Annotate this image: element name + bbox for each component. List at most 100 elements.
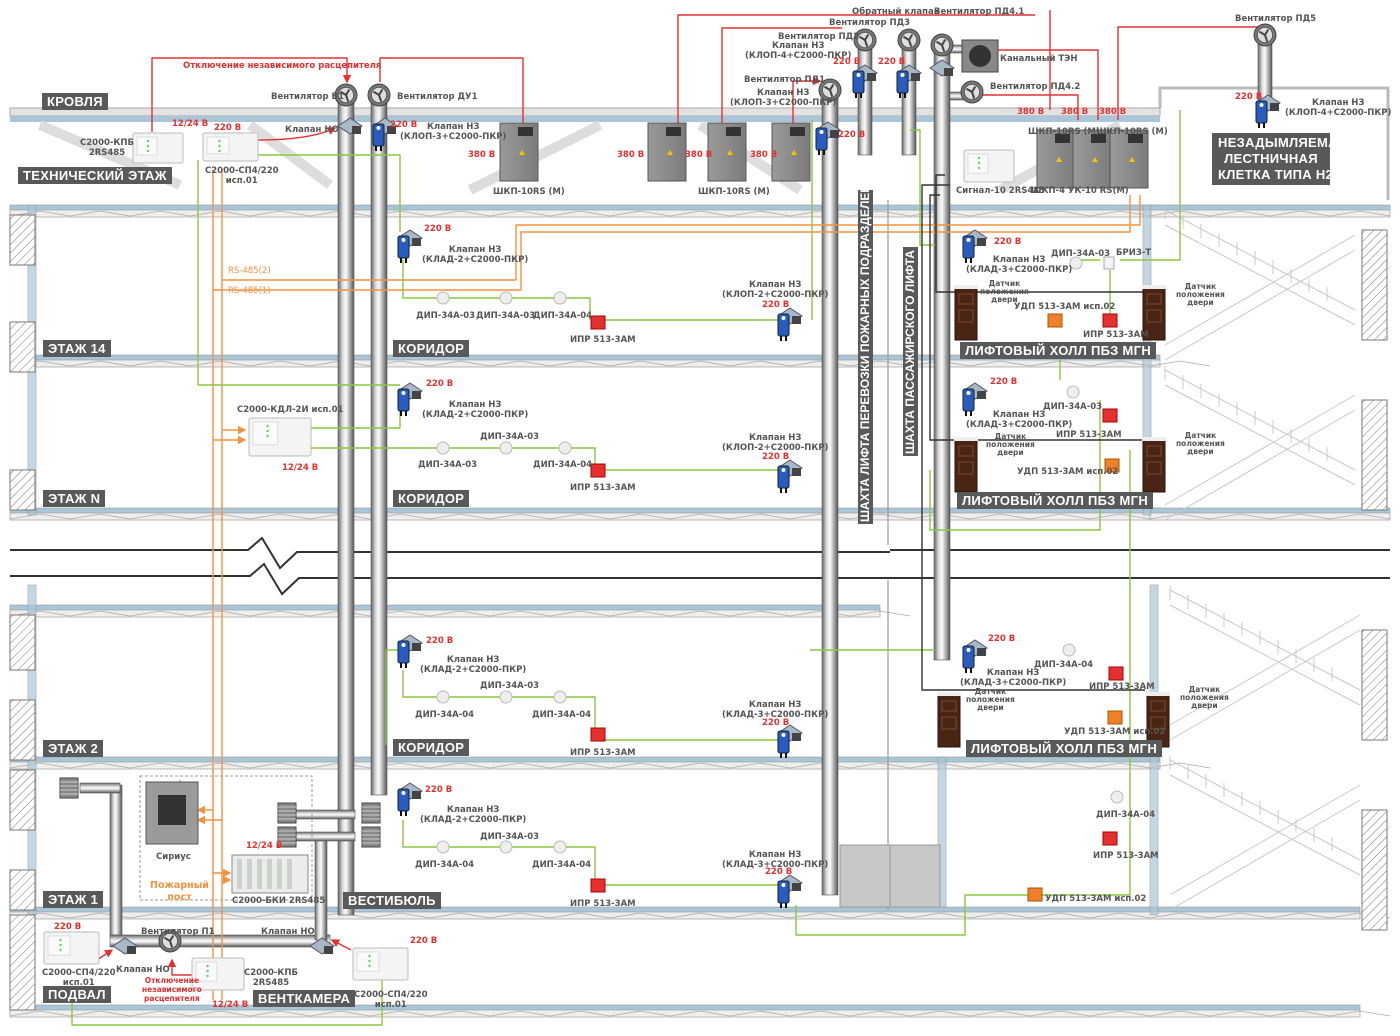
- door: [954, 285, 978, 341]
- grille-icon: [277, 826, 297, 848]
- label-line: (КЛАД-3+С2000-ПКР): [966, 265, 1073, 275]
- actuator-icon: [962, 388, 975, 412]
- valve-pd5-label: Клапан НЗ(КЛОП-4+С2000-ПКР): [1285, 98, 1391, 118]
- udp-lh14-label: УДП 513-3АМ исп.02: [1014, 302, 1116, 312]
- actuator-cable-icon: [375, 146, 382, 151]
- actuator-icon: [777, 465, 790, 489]
- floor-slab: [9, 204, 1161, 211]
- kpb-roof: [132, 132, 184, 164]
- smoke-detector-icon: [553, 690, 567, 704]
- v1224-bki: 12/24 В: [246, 841, 283, 851]
- fan-pd42: [960, 80, 984, 104]
- ipr-lh14-label: ИПР 513-3АМ: [1083, 330, 1149, 340]
- fan-pd3-label: Вентилятор ПД3: [829, 18, 911, 28]
- door-panel-icon: [1146, 461, 1162, 475]
- valve-fn-corridor: [397, 382, 423, 416]
- dip-f2-3-label: ДИП-34А-04: [532, 710, 592, 720]
- grille-icon: [277, 802, 297, 824]
- fan-pd3: [897, 28, 921, 52]
- fans: [158, 23, 1277, 953]
- actuator-cable-icon: [780, 753, 787, 758]
- actuator-cable-icon: [818, 150, 825, 155]
- fan-pd2: [853, 28, 877, 52]
- valve-f14-corridor: [397, 229, 423, 263]
- actuator-cable-icon: [400, 663, 407, 668]
- valve-fn-corridor-label: Клапан НЗ(КЛАД-2+С2000-ПКР): [422, 400, 528, 420]
- duct-pd1: [821, 94, 839, 896]
- warning-icon: [519, 150, 525, 155]
- cabinet-display-icon: [1055, 134, 1070, 143]
- smoke-detector-icon: [499, 840, 513, 854]
- air-grille: [361, 826, 381, 848]
- actuator-knob-icon: [781, 468, 786, 472]
- actuator-icon: [397, 640, 410, 664]
- manual-call-point-icon: [1108, 666, 1124, 681]
- door: [1142, 285, 1166, 341]
- manual-call-point-icon: [1102, 831, 1118, 846]
- smoke-detector-icon: [436, 690, 450, 704]
- actuator-icon: [777, 730, 790, 754]
- zone-corridor-14: КОРИДОР: [393, 340, 470, 357]
- label-line: (КЛОП-3+С2000-ПКР): [400, 132, 507, 142]
- actuator-cable-icon: [965, 411, 972, 416]
- led-icon: [977, 156, 981, 160]
- slab-truss-line: [1149, 513, 1391, 520]
- label-line: Клапан НЗ: [448, 245, 502, 255]
- door-icon: [954, 439, 978, 493]
- label-line: (КЛАД-2+С2000-ПКР): [422, 255, 529, 265]
- manual-call-point-icon: [1102, 313, 1118, 328]
- floor-14-label: ЭТАЖ 14: [43, 340, 111, 357]
- valve-f1-lobby: [397, 782, 423, 816]
- bki-key-icon: [257, 859, 262, 889]
- heater-core-icon: [969, 45, 991, 67]
- actuator-icon: [397, 388, 410, 412]
- led-icon: [977, 166, 981, 170]
- valve-terminal-icon: [412, 643, 421, 651]
- ipr-stair-label: ИПР 513-3АМ: [1093, 851, 1159, 861]
- dip-fn-1-label: ДИП-34А-03: [418, 460, 478, 470]
- smoke-detector-icon: [499, 441, 513, 455]
- floor-slab: [9, 604, 881, 611]
- label-line: НЕЗАДЫМЛЯЕМАЯ: [1218, 135, 1348, 150]
- led-icon: [146, 149, 150, 153]
- door-panel-icon: [1146, 293, 1162, 305]
- shkp4-label: ШКП-4 УК-10 RS(М): [1031, 186, 1129, 196]
- fan-v1: [334, 83, 358, 107]
- wall-hatch: [9, 214, 36, 266]
- label-line: положения: [1180, 693, 1229, 702]
- door-panel-icon: [958, 293, 974, 305]
- label-line: положения: [980, 287, 1029, 296]
- dip-lh2-label: ДИП-34А-04: [1034, 660, 1094, 670]
- valve-terminal-icon: [792, 883, 801, 891]
- valve-terminal-icon: [944, 68, 953, 76]
- label-line: Клапан НЗ: [992, 255, 1046, 265]
- valves: [112, 59, 1281, 955]
- led-icon: [218, 139, 221, 143]
- rs485-2-label: RS-485(2): [228, 266, 271, 276]
- duct-heater: [961, 39, 999, 73]
- valve-terminal-icon: [412, 238, 421, 246]
- v380-shkp7: 380 В: [1099, 107, 1127, 117]
- v220-pd2-valve: 220 В: [833, 57, 861, 67]
- label-line: двери: [997, 448, 1024, 457]
- stair-railing: [1169, 756, 1333, 851]
- smoke-detector-icon: [553, 840, 567, 854]
- zone-stair-label: НЕЗАДЫМЛЯЕМАЯ ЛЕСТНИЧНАЯ КЛЕТКА ТИПА Н2: [1212, 133, 1348, 185]
- remote-start-button-icon: [1047, 313, 1063, 328]
- floor-slab: [1149, 507, 1391, 514]
- dip-f1-1-label: ДИП-34А-04: [415, 860, 475, 870]
- warning-icon: [791, 150, 797, 155]
- valve-f14-lifthall-label: Клапан НЗ(КЛАД-3+С2000-ПКР): [966, 255, 1072, 275]
- wall-hatch: [1361, 229, 1388, 341]
- bki-key-icon: [237, 859, 242, 889]
- valve-terminal-icon: [387, 126, 396, 134]
- fan-p1-label: Вентилятор П1: [141, 927, 215, 937]
- air-ducts: [79, 34, 1273, 948]
- label-line: положения: [986, 440, 1035, 449]
- air-grille: [59, 777, 79, 799]
- stair-flight: [1164, 209, 1356, 361]
- panel-face-icon: [206, 136, 230, 155]
